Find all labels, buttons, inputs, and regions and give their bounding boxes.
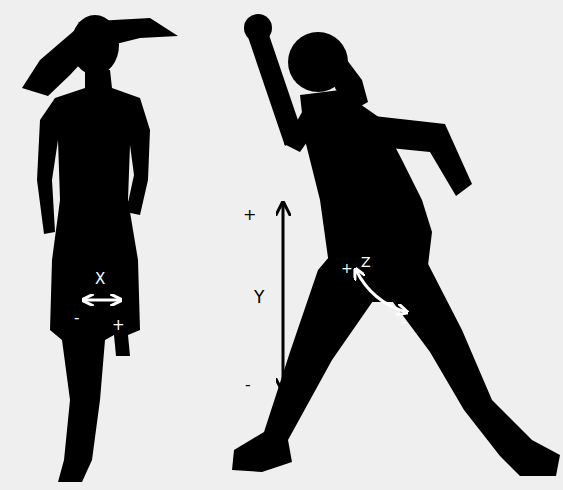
axis-label: X — [95, 272, 105, 287]
axis-label: - — [401, 315, 406, 330]
axis-label: Y — [254, 289, 264, 306]
axis-label: Z — [361, 255, 371, 269]
axis-label: - — [74, 311, 79, 326]
axis-label: + — [341, 261, 353, 275]
axis-label: + — [112, 318, 125, 333]
y-axis-arrow — [282, 204, 285, 390]
x-axis-arrow — [84, 299, 120, 302]
z-rotation-arrow — [356, 270, 406, 312]
axis-label: - — [245, 377, 251, 393]
axis-label: + — [243, 207, 256, 223]
front-runner-silhouette — [22, 15, 178, 482]
side-walker-silhouette — [232, 14, 560, 476]
